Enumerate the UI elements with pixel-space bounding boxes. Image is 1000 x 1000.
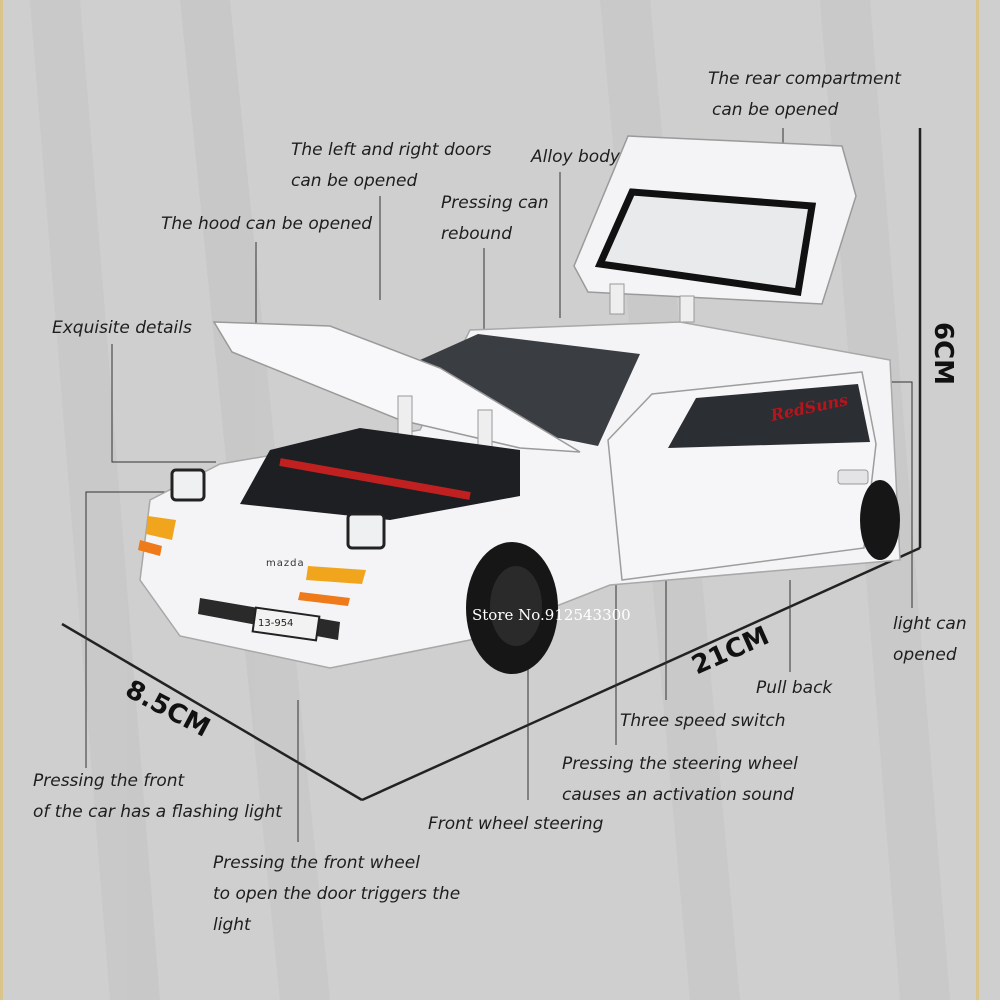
car xyxy=(138,135,901,674)
label-flashing-1: Pressing the front xyxy=(33,771,185,791)
label-steering-sound-1: Pressing the steering wheel xyxy=(562,754,798,774)
rear-wheel xyxy=(860,480,900,560)
label-steering-sound-2: causes an activation sound xyxy=(562,785,794,805)
label-light-opened-2: opened xyxy=(893,645,957,665)
label-light-opened-1: light can xyxy=(893,614,967,634)
label-front-wheel-steering: Front wheel steering xyxy=(428,814,604,834)
rear-glass xyxy=(594,188,817,296)
label-rear-compartment-1: The rear compartment xyxy=(708,69,901,89)
label-alloy-body: Alloy body xyxy=(531,147,620,167)
label-rear-compartment-2: can be opened xyxy=(712,100,839,120)
door-window xyxy=(668,384,870,448)
label-hood: The hood can be opened xyxy=(161,214,373,234)
label-exquisite-details: Exquisite details xyxy=(52,318,192,338)
license-plate: 13-954 xyxy=(258,618,294,629)
label-flashing-2: of the car has a flashing light xyxy=(33,802,282,822)
strut-bar xyxy=(279,458,471,500)
label-pressing-rebound-2: rebound xyxy=(441,224,512,244)
left-headlight xyxy=(170,468,206,502)
label-three-speed: Three speed switch xyxy=(620,711,786,731)
label-front-wheel-door-3: light xyxy=(213,915,251,935)
label-doors-1: The left and right doors xyxy=(291,140,492,160)
label-front-wheel-door-2: to open the door triggers the xyxy=(213,884,461,904)
right-headlight xyxy=(346,512,386,550)
label-pull-back: Pull back xyxy=(756,678,833,698)
label-doors-2: can be opened xyxy=(291,171,418,191)
dimension-lines xyxy=(61,128,922,802)
dimension-height: 6CM xyxy=(928,322,958,386)
right-border xyxy=(976,0,979,1000)
label-pressing-rebound-1: Pressing can xyxy=(441,193,549,213)
label-front-wheel-door-1: Pressing the front wheel xyxy=(213,853,420,873)
engine-bay xyxy=(240,428,520,520)
left-border xyxy=(0,0,3,1000)
brand-emblem: mazda xyxy=(266,558,305,569)
store-watermark: Store No.912543300 xyxy=(472,606,631,624)
